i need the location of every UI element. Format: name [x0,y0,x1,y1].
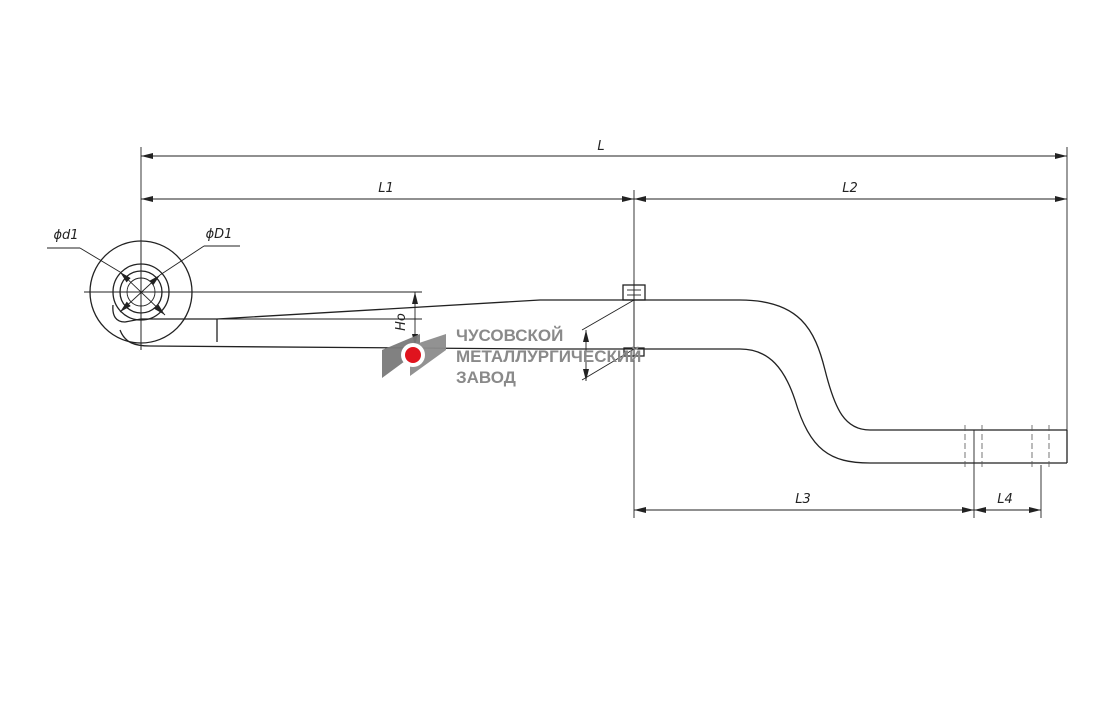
dimension-L1: L1 [141,181,634,202]
company-watermark: ЧУСОВСКОЙ МЕТАЛЛУРГИЧЕСКИЙ ЗАВОД [382,326,641,387]
dimension-L: L [141,139,1067,159]
dimension-L1-label: L1 [378,181,394,196]
spring-eye [89,240,193,350]
spring-leaf [112,299,1068,468]
dimension-L3-label: L3 [795,492,811,507]
dimension-L4: L4 [974,492,1041,513]
dimension-D1-label: ϕD1 [206,227,233,242]
watermark-line1: ЧУСОВСКОЙ [456,326,563,345]
dimension-L-label: L [597,139,604,154]
watermark-line3: ЗАВОД [456,368,516,387]
dimension-Ho-label: Ho [394,313,409,331]
dimension-L2: L2 [634,181,1067,202]
center-bolt [622,280,646,360]
dimension-L2-label: L2 [842,181,858,196]
dimension-L4-label: L4 [997,492,1013,507]
dimension-D1: ϕD1 [119,227,240,313]
thickness-dimension [581,299,635,381]
watermark-line2: МЕТАЛЛУРГИЧЕСКИЙ [456,347,641,366]
company-logo-icon [382,334,446,378]
dimension-d1-label: ϕd1 [53,228,78,243]
dimension-L3: L3 [634,492,974,513]
